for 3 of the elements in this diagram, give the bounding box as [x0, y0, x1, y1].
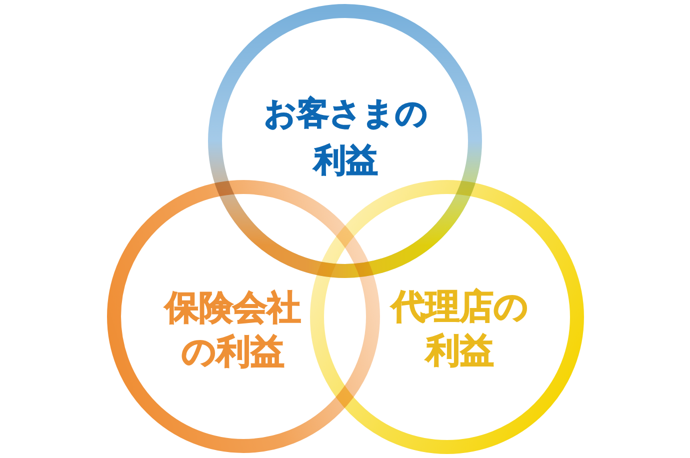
circle-label: 代理店の利益	[390, 286, 530, 373]
circle-label: 保険会社の利益	[163, 287, 302, 374]
circle-label: お客さまの利益	[263, 93, 429, 181]
